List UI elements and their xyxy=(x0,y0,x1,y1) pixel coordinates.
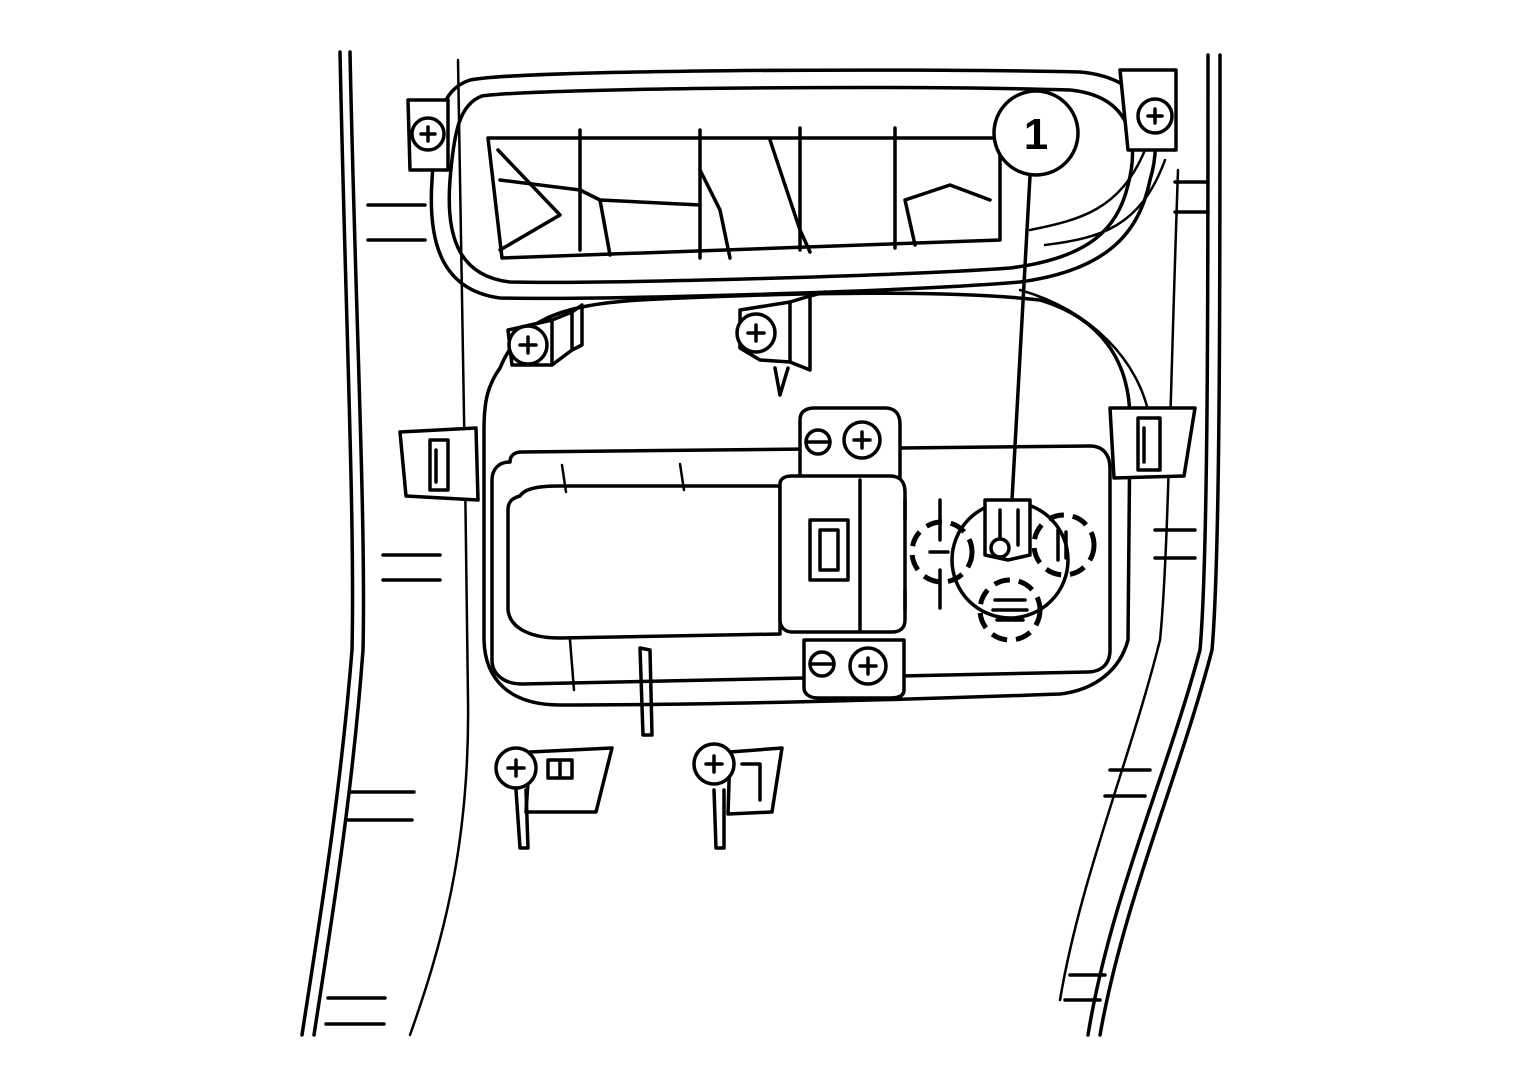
switch-housing xyxy=(778,406,942,700)
bulb-socket xyxy=(909,498,1097,643)
callout-1: 1 xyxy=(992,89,1080,502)
callout-1-circle xyxy=(992,89,1080,177)
lower-clip-left xyxy=(494,746,614,850)
right-side-panel xyxy=(1058,53,1222,1037)
left-side-panel xyxy=(300,50,470,1037)
side-clip-left xyxy=(398,426,480,502)
upper-clip-center xyxy=(735,290,827,397)
lower-clip-center xyxy=(692,742,784,850)
upper-clip-left xyxy=(506,303,584,367)
upper-left-screw xyxy=(406,98,450,172)
trim-plate xyxy=(482,288,1152,707)
upper-right-screw xyxy=(1118,68,1178,152)
panel-opening xyxy=(490,444,1112,737)
side-clip-right xyxy=(1108,406,1197,480)
left-trim-marks xyxy=(324,203,442,1026)
air-vent-assembly xyxy=(429,68,1167,301)
callout-1-label: 1 xyxy=(1024,110,1048,159)
right-trim-marks xyxy=(1063,180,1210,1002)
